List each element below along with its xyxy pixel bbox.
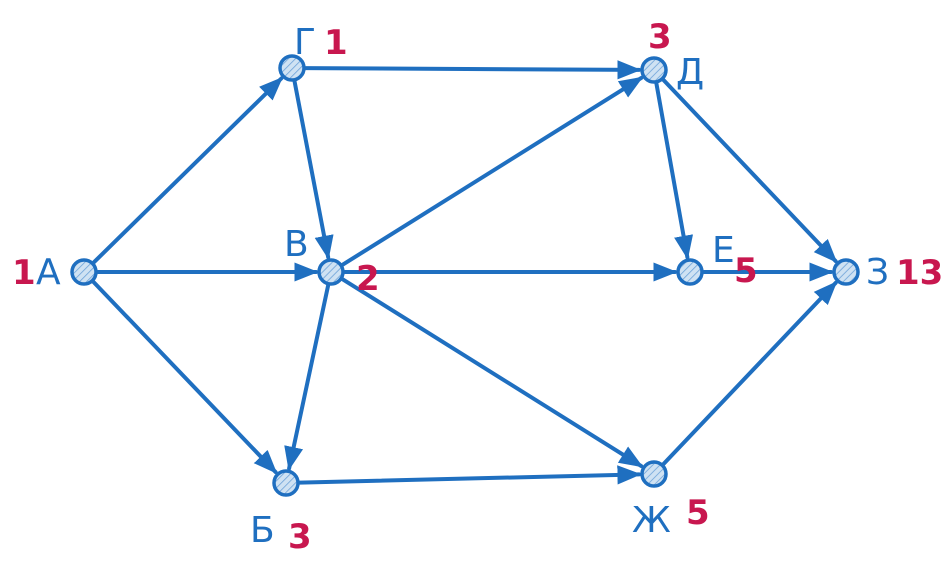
edge-g-d — [303, 60, 642, 80]
node-number-E: 5 — [734, 251, 758, 291]
node-letter-V: В — [284, 224, 309, 265]
node-letter-B: Б — [250, 510, 275, 551]
node-z — [832, 258, 860, 286]
edge-d-z — [661, 78, 838, 264]
node-letter-D: Д — [676, 52, 704, 93]
node-number-V: 2 — [356, 259, 380, 299]
node-letter-E: Е — [712, 230, 735, 271]
edges-layer — [91, 60, 838, 485]
edge-v-zh — [340, 277, 644, 469]
node-number-B: 3 — [288, 517, 312, 557]
node-a — [70, 258, 98, 286]
node-number-A: 1 — [12, 253, 36, 293]
node-number-D: 3 — [648, 17, 672, 57]
node-b — [272, 469, 300, 497]
node-d — [640, 56, 668, 84]
node-zh — [640, 460, 668, 488]
node-letter-A: А — [36, 252, 61, 293]
edge-g-v — [292, 79, 334, 260]
node-letter-Z: З — [866, 252, 889, 293]
edge-zh-z — [661, 280, 838, 466]
node-letter-G: Г — [294, 22, 316, 63]
node-number-ZH: 5 — [686, 493, 710, 533]
edge-v-b — [284, 283, 331, 471]
edge-a-b — [91, 280, 278, 475]
node-number-Z: 13 — [896, 253, 943, 293]
edge-b-zh — [297, 465, 642, 485]
node-letter-ZH: Ж — [632, 500, 671, 541]
edge-a-g — [91, 76, 284, 265]
node-number-G: 1 — [324, 23, 348, 63]
node-g — [278, 54, 306, 82]
nodes-layer — [70, 54, 860, 497]
node-v — [317, 258, 345, 286]
edge-d-e — [654, 81, 694, 260]
node-e — [676, 258, 704, 286]
edge-v-d — [340, 75, 644, 267]
